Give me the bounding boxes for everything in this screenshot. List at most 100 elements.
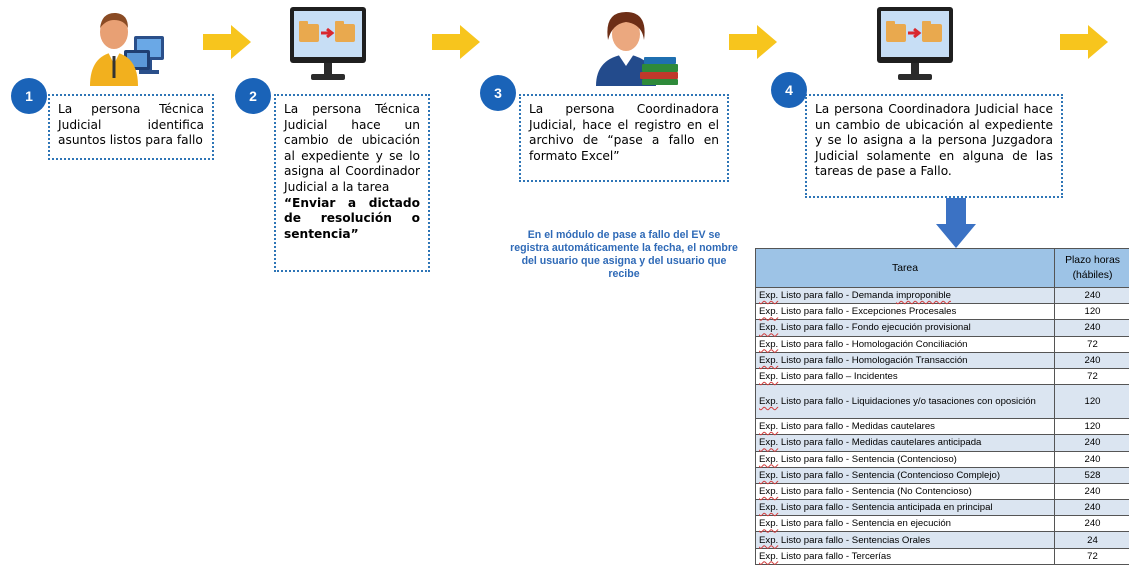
- hours-cell: 120: [1054, 303, 1129, 321]
- hours-cell: 24: [1054, 531, 1129, 549]
- flow-arrow-icon: [203, 25, 251, 59]
- table-row: Exp. Listo para fallo - Sentencia en eje…: [755, 515, 1129, 533]
- task-cell: Exp. Listo para fallo - Demanda impropon…: [755, 286, 1055, 305]
- down-arrow-icon: [936, 198, 976, 248]
- task-prefix: Exp.: [759, 534, 779, 546]
- table-row: Exp. Listo para fallo - Homologación Con…: [755, 335, 1129, 353]
- task-cell: Exp. Listo para fallo - Excepciones Proc…: [755, 303, 1055, 321]
- task-name: Listo para fallo - Homologación Transacc…: [778, 354, 968, 366]
- hours-cell: 120: [1054, 418, 1129, 436]
- table-row: Exp. Listo para fallo - Sentencia antici…: [755, 499, 1129, 517]
- flow-arrow-icon: [729, 25, 777, 59]
- task-cell: Exp. Listo para fallo - Homologación Con…: [755, 335, 1055, 353]
- task-prefix: Exp.: [759, 371, 779, 383]
- task-name: Listo para fallo – Incidentes: [778, 371, 898, 383]
- hours-cell: 240: [1054, 319, 1129, 337]
- table-row: Exp. Listo para fallo - Homologación Tra…: [755, 351, 1129, 369]
- task-cell: Exp. Listo para fallo - Liquidaciones y/…: [755, 384, 1055, 420]
- task-cell: Exp. Listo para fallo - Tercerías: [755, 547, 1055, 565]
- flow-arrow-icon: [432, 25, 480, 59]
- task-prefix: Exp.: [759, 322, 779, 334]
- task-cell: Exp. Listo para fallo - Sentencias Orale…: [755, 531, 1055, 549]
- task-name: Listo para fallo - Homologación Concilia…: [778, 338, 968, 350]
- task-cell: Exp. Listo para fallo - Sentencia antici…: [755, 499, 1055, 517]
- task-name: Listo para fallo - Tercerías: [778, 550, 892, 562]
- task-name: Listo para fallo - Sentencia anticipada …: [778, 502, 993, 514]
- step-2-text: La persona Técnica Judicial hace un camb…: [284, 102, 420, 194]
- task-prefix: Exp.: [759, 437, 779, 449]
- task-name: Listo para fallo - Medidas cautelares an…: [778, 437, 982, 449]
- monitor-folder-transfer-icon: [877, 7, 953, 80]
- ev-module-note: En el módulo de pase a fallo del EV se r…: [510, 229, 738, 280]
- task-prefix: Exp.: [759, 354, 779, 366]
- task-cell: Exp. Listo para fallo - Sentencia (No Co…: [755, 482, 1055, 501]
- task-prefix: Exp.: [759, 502, 779, 514]
- task-name: Listo para fallo - Sentencia (No Contenc…: [778, 485, 972, 497]
- task-name: Listo para fallo - Demanda: [778, 290, 897, 302]
- task-name-flagged: improponible: [896, 290, 951, 302]
- step-1-text: La persona Técnica Judicial identifica a…: [58, 102, 204, 148]
- task-prefix: Exp.: [759, 396, 779, 408]
- coordinator-with-books-icon: [596, 12, 678, 86]
- step-4-description: La persona Coordinadora Judicial hace un…: [805, 94, 1063, 198]
- hours-cell: 240: [1054, 515, 1129, 533]
- hours-cell: 72: [1054, 335, 1129, 353]
- step-2-badge: 2: [235, 78, 271, 114]
- step-3-description: La persona Coordinadora Judicial, hace e…: [519, 94, 729, 182]
- task-prefix: Exp.: [759, 306, 779, 318]
- hours-cell: 240: [1054, 450, 1129, 468]
- monitor-folder-transfer-icon: [290, 7, 366, 80]
- step-3-text: La persona Coordinadora Judicial, hace e…: [529, 102, 719, 163]
- task-name: Listo para fallo - Liquidaciones y/o tas…: [778, 396, 1036, 408]
- table-row: Exp. Listo para fallo - Demanda impropon…: [755, 286, 1129, 305]
- task-name: Listo para fallo - Fondo ejecución provi…: [778, 322, 971, 334]
- task-cell: Exp. Listo para fallo - Sentencia en eje…: [755, 515, 1055, 533]
- task-cell: Exp. Listo para fallo - Fondo ejecución …: [755, 319, 1055, 337]
- table-row: Exp. Listo para fallo - Liquidaciones y/…: [755, 384, 1129, 420]
- task-prefix: Exp.: [759, 518, 779, 530]
- step-2-task-name: “Enviar a dictado de resolución o senten…: [284, 195, 420, 241]
- step-1-description: La persona Técnica Judicial identifica a…: [48, 94, 214, 160]
- task-prefix: Exp.: [759, 453, 779, 465]
- table-row: Exp. Listo para fallo - Excepciones Proc…: [755, 303, 1129, 321]
- table-row: Exp. Listo para fallo - Sentencia (Conte…: [755, 466, 1129, 484]
- task-name: Listo para fallo - Sentencia (Contencios…: [778, 469, 1001, 481]
- task-cell: Exp. Listo para fallo - Sentencia (Conte…: [755, 450, 1055, 468]
- task-prefix: Exp.: [759, 485, 779, 497]
- task-name: Listo para fallo - Sentencias Orales: [778, 534, 931, 546]
- task-name: Listo para fallo - Medidas cautelares: [778, 421, 935, 433]
- hours-cell: 120: [1054, 384, 1129, 420]
- header-task: Tarea: [755, 248, 1055, 288]
- hours-cell: 72: [1054, 367, 1129, 386]
- step-1-badge: 1: [11, 78, 47, 114]
- technician-at-computer-icon: [90, 12, 164, 86]
- table-row: Exp. Listo para fallo - Sentencias Orale…: [755, 531, 1129, 549]
- step-3-badge: 3: [480, 75, 516, 111]
- task-prefix: Exp.: [759, 421, 779, 433]
- hours-cell: 240: [1054, 482, 1129, 501]
- task-deadline-table: Tarea Plazo horas (hábiles) Exp. Listo p…: [755, 248, 1129, 565]
- task-name: Listo para fallo - Excepciones Procesale…: [778, 306, 957, 318]
- task-cell: Exp. Listo para fallo – Incidentes: [755, 367, 1055, 386]
- table-row: Exp. Listo para fallo - Medidas cautelar…: [755, 434, 1129, 452]
- task-name: Listo para fallo - Sentencia en ejecució…: [778, 518, 951, 530]
- hours-cell: 240: [1054, 286, 1129, 305]
- task-prefix: Exp.: [759, 550, 779, 562]
- hours-cell: 240: [1054, 434, 1129, 452]
- hours-cell: 240: [1054, 351, 1129, 369]
- hours-cell: 72: [1054, 547, 1129, 565]
- task-prefix: Exp.: [759, 469, 779, 481]
- step-2-description: La persona Técnica Judicial hace un camb…: [274, 94, 430, 272]
- task-cell: Exp. Listo para fallo - Sentencia (Conte…: [755, 466, 1055, 484]
- task-cell: Exp. Listo para fallo - Homologación Tra…: [755, 351, 1055, 369]
- task-cell: Exp. Listo para fallo - Medidas cautelar…: [755, 418, 1055, 436]
- header-hours: Plazo horas (hábiles): [1054, 248, 1129, 288]
- task-prefix: Exp.: [759, 290, 779, 302]
- table-row: Exp. Listo para fallo - Sentencia (Conte…: [755, 450, 1129, 468]
- hours-cell: 528: [1054, 466, 1129, 484]
- task-prefix: Exp.: [759, 338, 779, 350]
- step-4-badge: 4: [771, 72, 807, 108]
- step-4-text: La persona Coordinadora Judicial hace un…: [815, 102, 1053, 179]
